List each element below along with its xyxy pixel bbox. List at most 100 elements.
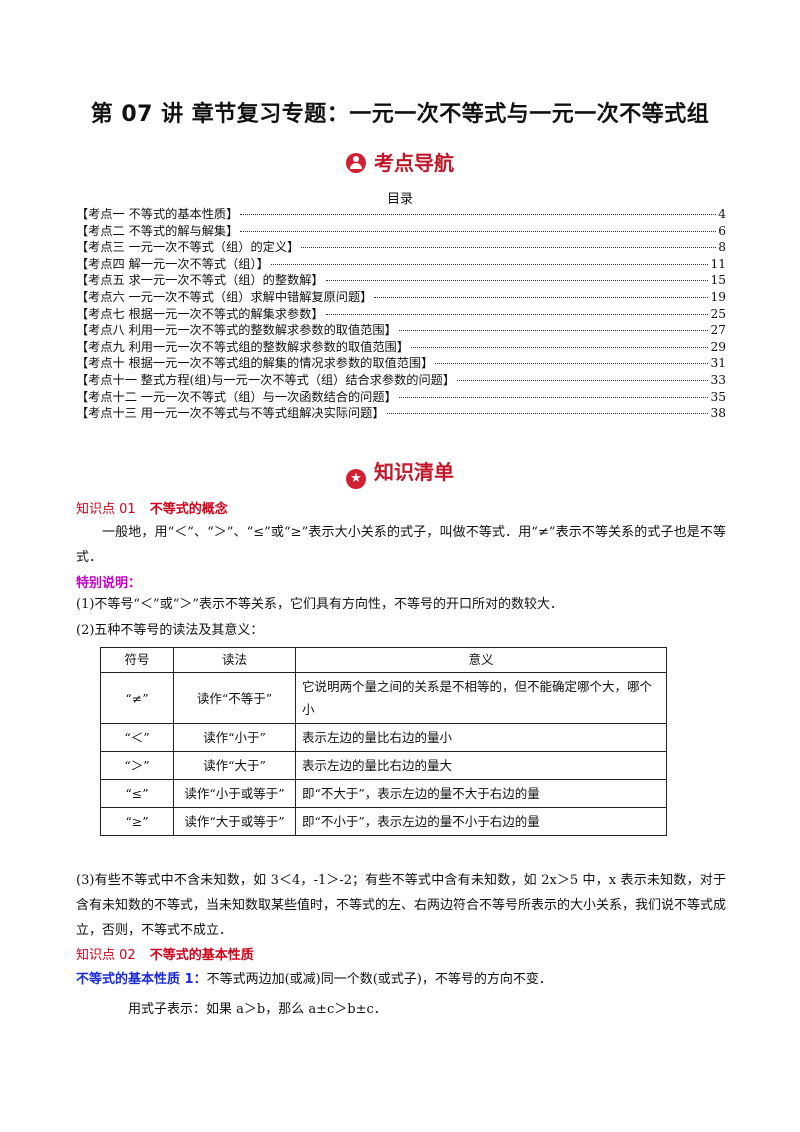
toc-page-number: 6 <box>718 223 726 238</box>
reading-cell: 读作“大于” <box>173 751 296 780</box>
toc-page-number: 29 <box>710 339 726 354</box>
toc-entry-label: 【考点八 利用一元一次不等式的整数解求参数的取值范围】 <box>76 323 397 338</box>
toc-entry[interactable]: 【考点八 利用一元一次不等式的整数解求参数的取值范围】 27 <box>76 320 726 337</box>
knowledge-heading-label: 知识清单 <box>374 460 454 484</box>
toc-page-number: 38 <box>710 406 726 421</box>
toc-entry[interactable]: 【考点十一 整式方程(组)与一元一次不等式（组）结合求参数的问题】 33 <box>76 370 726 387</box>
table-header: 意义 <box>295 647 667 673</box>
kp1-number: 知识点 01 <box>76 502 136 517</box>
table-row: “≤” 读作“小于或等于” 即“不大于”，表示左边的量不大于右边的量 <box>100 779 667 808</box>
toc-leader-dots <box>240 230 717 232</box>
toc-entry-label: 【考点一 不等式的基本性质】 <box>76 207 239 221</box>
toc-page-number: 33 <box>710 372 726 387</box>
table-row: “＞” 读作“大于” 表示左边的量比右边的量大 <box>100 751 667 780</box>
kp1-paragraph: 一般地，用“＜”、“＞”、“≤”或“≥”表示大小关系的式子，叫做不等式．用“≠”… <box>76 525 726 565</box>
table-row: “≥” 读作“大于或等于” 即“不小于”，表示左边的量不小于右边的量 <box>100 807 667 836</box>
toc-page-number: 35 <box>710 389 726 404</box>
symbol-cell: “≥” <box>100 807 174 836</box>
special-note-label: 特别说明： <box>76 576 142 591</box>
toc-entry[interactable]: 【考点三 一元一次不等式（组）的定义】 8 <box>76 237 726 254</box>
toc-page-number: 8 <box>718 240 726 255</box>
table-header-row: 符号 读法 意义 <box>100 647 667 673</box>
toc-entry-label: 【考点九 利用一元一次不等式组的整数解求参数的取值范围】 <box>76 339 409 354</box>
table-row: “≠” 读作“不等于” 它说明两个量之间的关系是不相等的，但不能确定哪个大，哪个… <box>100 672 667 724</box>
meaning-cell: 即“不大于”，表示左边的量不大于右边的量 <box>295 779 667 808</box>
nav-heading-label: 考点导航 <box>374 151 454 175</box>
toc-entry[interactable]: 【考点五 求一元一次不等式（组）的整数解】 15 <box>76 270 726 287</box>
property-1: 不等式的基本性质 1：不等式两边加(或减)同一个数(或式子)，不等号的方向不变． <box>76 968 552 987</box>
note-2: (2)五种不等号的读法及其意义： <box>76 623 264 638</box>
toc-entry[interactable]: 【考点十三 用一元一次不等式与不等式组解决实际问题】 38 <box>76 403 726 420</box>
toc-page-number: 25 <box>710 306 726 321</box>
nav-heading: 考点导航 <box>0 147 800 176</box>
property-1-formula: 用式子表示：如果 a＞b，那么 a±c＞b±c． <box>128 1002 387 1017</box>
toc-entry-label: 【考点七 根据一元一次不等式的解集求参数】 <box>76 306 324 321</box>
toc-entry-label: 【考点五 求一元一次不等式（组）的整数解】 <box>76 273 324 288</box>
toc-leader-dots <box>270 263 709 265</box>
toc-leader-dots <box>398 330 709 332</box>
meaning-cell: 它说明两个量之间的关系是不相等的，但不能确定哪个大，哪个小 <box>295 672 667 724</box>
knowledge-point-2: 知识点 02 不等式的基本性质 <box>76 944 254 963</box>
reading-cell: 读作“小于或等于” <box>173 779 296 808</box>
symbol-cell: “≤” <box>100 779 174 808</box>
toc-page-number: 27 <box>710 323 726 338</box>
reading-cell: 读作“小于” <box>173 723 296 752</box>
toc-leader-dots <box>325 313 709 315</box>
toc-entry-label: 【考点十一 整式方程(组)与一元一次不等式（组）结合求参数的问题】 <box>76 372 456 387</box>
toc-leader-dots <box>301 247 717 249</box>
toc-leader-dots <box>435 363 709 365</box>
star-icon: ★ <box>346 469 366 489</box>
toc-entry-label: 【考点十二 一元一次不等式（组）与一次函数结合的问题】 <box>76 389 397 404</box>
toc-entry[interactable]: 【考点十 根据一元一次不等式组的解集的情况求参数的取值范围】 31 <box>76 353 726 370</box>
symbol-cell: “＜” <box>100 723 174 752</box>
toc-page-number: 19 <box>710 289 726 304</box>
toc-page-number: 15 <box>710 273 726 288</box>
kp2-title: 不等式的基本性质 <box>149 948 254 963</box>
toc-entry[interactable]: 【考点九 利用一元一次不等式组的整数解求参数的取值范围】 29 <box>76 337 726 354</box>
toc-caption: 目录 <box>386 192 413 207</box>
note-3: (3)有些不等式中不含未知数，如 3＜4，-1＞-2；有些不等式中含有未知数，如… <box>76 873 727 938</box>
reading-cell: 读作“大于或等于” <box>173 807 296 836</box>
toc-page-number: 4 <box>718 207 726 221</box>
reading-cell: 读作“不等于” <box>173 672 296 724</box>
toc-page-number: 31 <box>710 356 726 371</box>
toc-leader-dots <box>325 280 709 282</box>
property-1-text: 不等式两边加(或减)同一个数(或式子)，不等号的方向不变． <box>206 972 552 987</box>
toc-leader-dots <box>374 296 709 298</box>
meaning-cell: 表示左边的量比右边的量小 <box>295 723 667 752</box>
toc-entry[interactable]: 【考点一 不等式的基本性质】 4 <box>76 204 726 221</box>
toc-entry-label: 【考点四 解一元一次不等式（组）】 <box>76 256 269 271</box>
property-1-label: 不等式的基本性质 1： <box>76 972 207 987</box>
toc-page-number: 11 <box>710 256 726 271</box>
toc-entry[interactable]: 【考点七 根据一元一次不等式的解集求参数】 25 <box>76 304 726 321</box>
table-row: “＜” 读作“小于” 表示左边的量比右边的量小 <box>100 723 667 752</box>
toc-entry-label: 【考点十 根据一元一次不等式组的解集的情况求参数的取值范围】 <box>76 356 434 371</box>
knowledge-heading: ★ 知识清单 <box>0 456 800 489</box>
symbol-cell: “≠” <box>100 672 174 724</box>
toc-leader-dots <box>457 379 709 381</box>
table-of-contents: 【考点一 不等式的基本性质】4【考点二 不等式的解与解集】6【考点三 一元一次不… <box>76 204 726 420</box>
toc-entry[interactable]: 【考点六 一元一次不等式（组）求解中错解复原问题】 19 <box>76 287 726 304</box>
toc-leader-dots <box>398 396 709 398</box>
toc-leader-dots <box>386 413 709 415</box>
toc-leader-dots <box>410 346 709 348</box>
toc-leader-dots <box>240 214 717 215</box>
toc-entry[interactable]: 【考点十二 一元一次不等式（组）与一次函数结合的问题】 35 <box>76 387 726 404</box>
toc-entry-label: 【考点三 一元一次不等式（组）的定义】 <box>76 240 300 255</box>
kp2-number: 知识点 02 <box>76 948 136 963</box>
symbol-cell: “＞” <box>100 751 174 780</box>
toc-entry[interactable]: 【考点二 不等式的解与解集】 6 <box>76 221 726 238</box>
kp1-title: 不等式的概念 <box>149 502 228 517</box>
toc-entry-label: 【考点六 一元一次不等式（组）求解中错解复原问题】 <box>76 289 373 304</box>
note-1: (1)不等号“＜”或“＞”表示不等关系，它们具有方向性，不等号的开口所对的数较大… <box>76 597 563 612</box>
meaning-cell: 即“不小于”，表示左边的量不小于右边的量 <box>295 807 667 836</box>
symbol-table: 符号 读法 意义 “≠” 读作“不等于” 它说明两个量之间的关系是不相等的，但不… <box>100 647 667 836</box>
meaning-cell: 表示左边的量比右边的量大 <box>295 751 667 780</box>
toc-entry[interactable]: 【考点四 解一元一次不等式（组）】 11 <box>76 254 726 271</box>
table-header: 读法 <box>173 647 296 673</box>
toc-entry-label: 【考点二 不等式的解与解集】 <box>76 223 239 238</box>
page-title: 第 07 讲 章节复习专题：一元一次不等式与一元一次不等式组 <box>90 102 710 127</box>
knowledge-point-1: 知识点 01 不等式的概念 <box>76 498 228 517</box>
toc-entry-label: 【考点十三 用一元一次不等式与不等式组解决实际问题】 <box>76 406 385 421</box>
